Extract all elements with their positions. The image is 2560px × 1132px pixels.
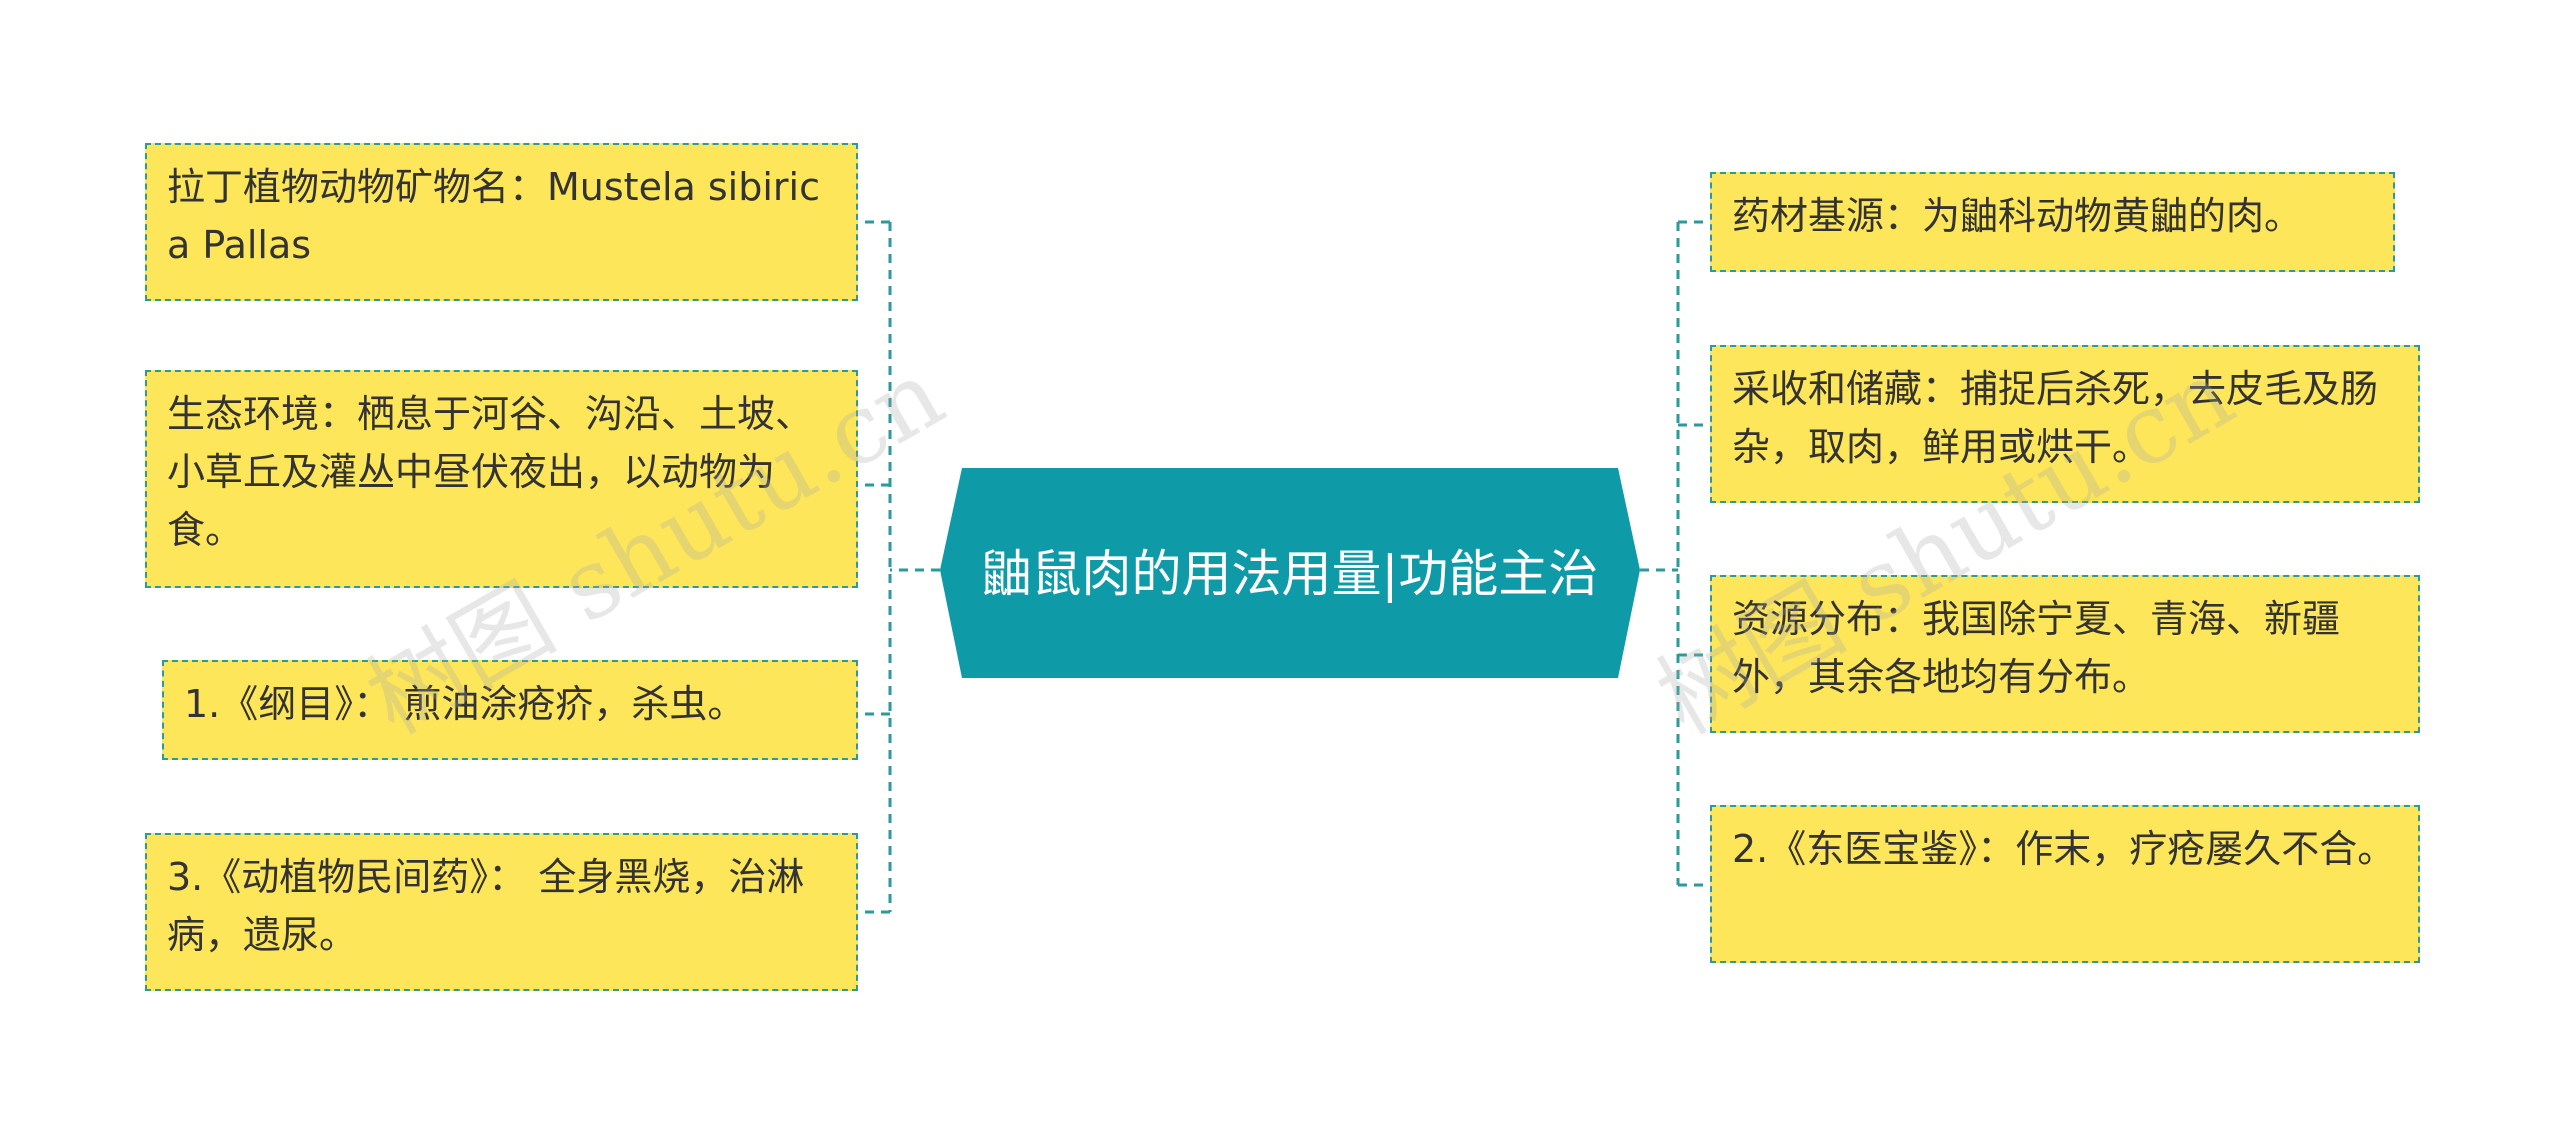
center-node-shape — [940, 468, 1640, 678]
connector-lines — [858, 220, 1710, 914]
node-text: 资源分布：我国除宁夏、青海、新疆外，其余各地均有分布。 — [1732, 597, 2341, 699]
node-text: 1.《纲目》： 煎油涂疮疥，杀虫。 — [184, 682, 746, 726]
right-node-source[interactable]: 药材基源：为鼬科动物黄鼬的肉。 — [1710, 172, 2395, 272]
node-text: 采收和储藏：捕捉后杀死，去皮毛及肠杂，取肉，鲜用或烘干。 — [1732, 367, 2379, 469]
node-text: 生态环境：栖息于河谷、沟沿、土坡、小草丘及灌丛中昼伏夜出，以动物为食。 — [167, 392, 814, 552]
left-node-gangmu[interactable]: 1.《纲目》： 煎油涂疮疥，杀虫。 — [162, 660, 858, 760]
left-node-folk-medicine[interactable]: 3.《动植物民间药》： 全身黑烧，治淋病，遗尿。 — [145, 833, 858, 991]
center-node-title: 鼬鼠肉的用法用量|功能主治 — [981, 545, 1599, 603]
center-node[interactable]: 鼬鼠肉的用法用量|功能主治 — [940, 468, 1640, 680]
left-node-habitat[interactable]: 生态环境：栖息于河谷、沟沿、土坡、小草丘及灌丛中昼伏夜出，以动物为食。 — [145, 370, 858, 588]
right-node-distribution[interactable]: 资源分布：我国除宁夏、青海、新疆外，其余各地均有分布。 — [1710, 575, 2420, 733]
node-text: 2.《东医宝鉴》：作末，疗疮屡久不合。 — [1732, 827, 2396, 871]
node-text: 药材基源：为鼬科动物黄鼬的肉。 — [1732, 194, 2303, 238]
node-text: 拉丁植物动物矿物名：Mustela sibirica Pallas — [167, 165, 820, 267]
right-node-harvest[interactable]: 采收和储藏：捕捉后杀死，去皮毛及肠杂，取肉，鲜用或烘干。 — [1710, 345, 2420, 503]
left-node-latin-name[interactable]: 拉丁植物动物矿物名：Mustela sibirica Pallas — [145, 143, 858, 301]
right-node-dongui-bogam[interactable]: 2.《东医宝鉴》：作末，疗疮屡久不合。 — [1710, 805, 2420, 963]
node-text: 3.《动植物民间药》： 全身黑烧，治淋病，遗尿。 — [167, 855, 805, 957]
